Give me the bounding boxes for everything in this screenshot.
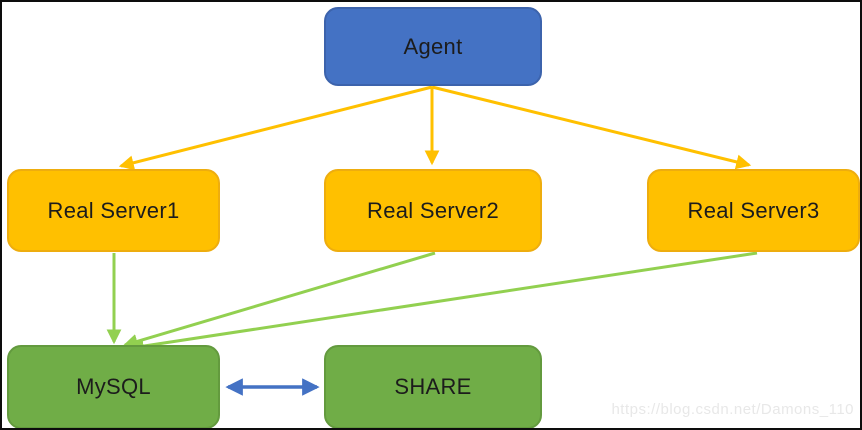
edge-agent-to-real-server3 [431,85,752,170]
node-real-server1: Real Server1 [7,169,220,252]
node-agent-label: Agent [403,33,463,59]
node-share: SHARE [324,345,542,428]
node-real-server2-label: Real Server2 [367,197,499,223]
node-real-server3-label: Real Server3 [687,197,820,223]
node-agent: Agent [324,7,542,86]
edge-real-server2-to-mysql [122,251,436,349]
watermark-text: https://blog.csdn.net/Damons_110 [611,401,854,418]
node-mysql: MySQL [7,345,220,428]
node-share-label: SHARE [394,374,472,399]
node-real-server1-label: Real Server1 [47,197,180,223]
node-mysql-label: MySQL [76,374,151,399]
edge-real-server3-to-mysql [128,251,758,354]
node-real-server3: Real Server3 [647,169,860,252]
edge-agent-to-real-server1 [118,85,433,171]
node-real-server2: Real Server2 [324,169,542,252]
